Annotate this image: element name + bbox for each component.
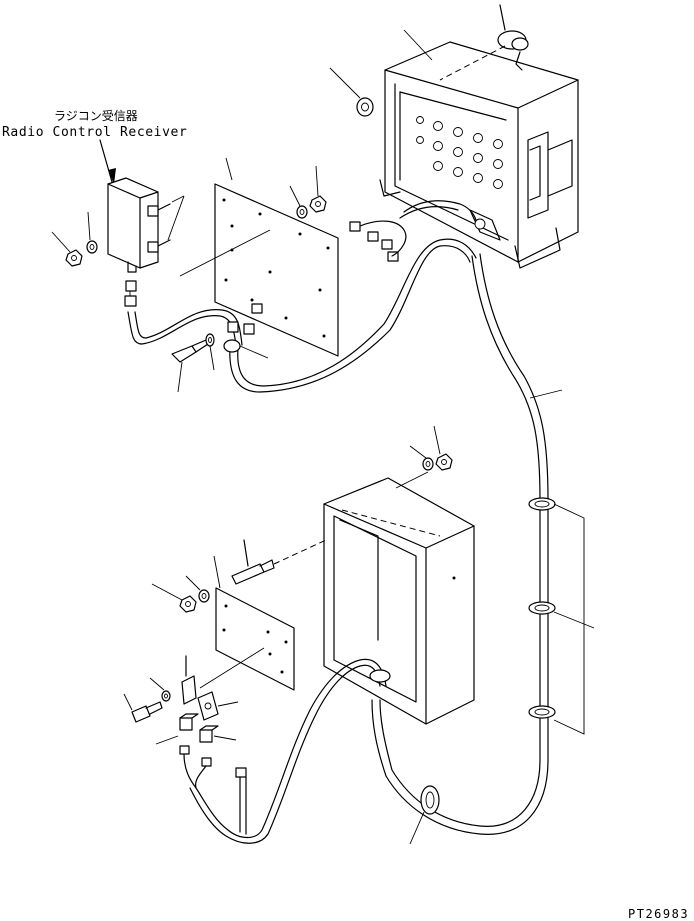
- harness-clamp-4: [409, 785, 440, 845]
- receiver-label-arrow: [99, 139, 116, 184]
- upper-bolt-washer: [205, 333, 215, 371]
- plate-nut: [309, 165, 327, 213]
- upper-harness: [124, 238, 477, 393]
- lower-relay-brackets: [181, 655, 239, 721]
- drawing-code: PT26983: [628, 907, 689, 921]
- lower-box: [323, 471, 475, 725]
- lower-harness: [179, 658, 391, 844]
- harness-clamp-1: [528, 497, 556, 511]
- radio-control-receiver: [107, 177, 171, 273]
- lower-box-washer: [409, 445, 434, 471]
- receiver-washer: [86, 211, 98, 254]
- box-wire-connectors: [349, 200, 477, 262]
- lower-box-nut: [433, 425, 453, 471]
- receiver-label-jp: ラジコン受信器: [54, 109, 138, 123]
- receiver-nut: [51, 231, 83, 267]
- plate-washer: [289, 185, 308, 219]
- top-connector: [497, 4, 529, 71]
- lower-mounting-plate: [199, 555, 295, 691]
- main-harness: [371, 253, 595, 845]
- harness-clamp-2: [528, 601, 556, 615]
- upper-bolt: [171, 339, 209, 393]
- harness-clamp-3: [528, 705, 556, 719]
- grommet: [329, 67, 374, 117]
- lower-washer-small: [149, 677, 171, 702]
- upper-mounting-plate: [179, 157, 339, 357]
- lower-plate-washer: [185, 575, 210, 603]
- antenna-connector: [231, 539, 327, 585]
- lower-bolt: [123, 693, 163, 723]
- lower-relays: [155, 713, 237, 745]
- upper-control-box: [329, 4, 579, 269]
- box-hole-grid: [416, 116, 503, 189]
- lower-plate-nut: [151, 583, 197, 613]
- receiver-label-en: Radio Control Receiver: [2, 125, 187, 140]
